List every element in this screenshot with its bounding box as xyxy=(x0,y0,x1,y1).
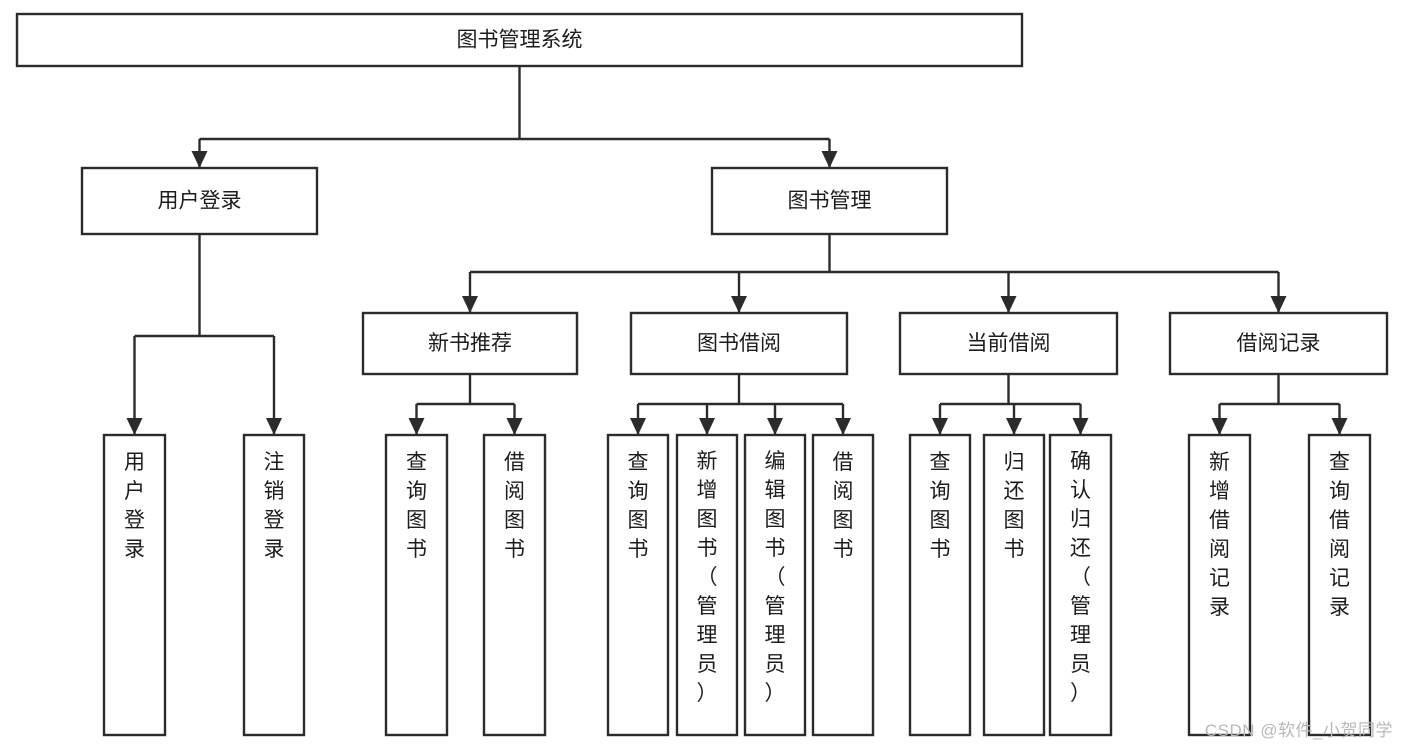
level3-node-1[interactable]: 新书推荐 xyxy=(361,311,579,376)
leaf-node-8[interactable]: 借阅图书 xyxy=(811,433,875,737)
leaf-node-label: 用户登录 xyxy=(124,451,145,561)
leaf-node-label: 借阅图书 xyxy=(833,451,854,561)
leaf-node-rect[interactable] xyxy=(482,433,547,737)
arrow-head xyxy=(1211,418,1228,435)
leaf-node-label: 确认归还（管理员） xyxy=(1070,450,1091,705)
leaf-node-rect[interactable] xyxy=(102,433,167,737)
leaf-node-rect[interactable] xyxy=(811,433,875,737)
leaf-node-rect[interactable] xyxy=(242,433,306,737)
leaf-node-label: 查询图书 xyxy=(406,451,427,561)
leaf-node-rect[interactable] xyxy=(675,433,739,737)
leaf-node-6[interactable]: 新增图书（管理员） xyxy=(675,433,739,737)
arrow-head xyxy=(731,296,747,313)
level3-node-rect[interactable] xyxy=(1168,311,1389,376)
level3-node-label: 图书借阅 xyxy=(697,332,781,355)
level2-node-label: 用户登录 xyxy=(158,190,242,213)
arrow-head xyxy=(506,418,523,435)
root-node-label: 图书管理系统 xyxy=(457,29,583,52)
leaf-node-rect[interactable] xyxy=(606,433,670,737)
arrow-head xyxy=(699,418,715,435)
leaf-node-rect[interactable] xyxy=(982,433,1046,737)
arrow-head xyxy=(932,418,948,435)
arrow-head xyxy=(1000,296,1017,313)
level3-node-4[interactable]: 借阅记录 xyxy=(1168,311,1389,376)
root-node-1[interactable]: 图书管理系统 xyxy=(15,12,1024,68)
leaf-node-label: 编辑图书（管理员） xyxy=(765,450,786,705)
leaf-node-11[interactable]: 确认归还（管理员） xyxy=(1048,433,1113,737)
root-node-rect[interactable] xyxy=(15,12,1024,68)
leaf-node-label: 查询图书 xyxy=(628,451,649,561)
leaf-node-12[interactable]: 新增借阅记录 xyxy=(1187,433,1252,737)
arrow-head xyxy=(1270,296,1287,313)
level2-node-rect[interactable] xyxy=(80,166,319,236)
level2-node-2[interactable]: 图书管理 xyxy=(710,166,949,236)
level3-node-3[interactable]: 当前借阅 xyxy=(898,311,1119,376)
edge-layer xyxy=(126,66,1348,435)
leaf-node-label: 注销登录 xyxy=(264,451,285,561)
leaf-node-1[interactable]: 用户登录 xyxy=(102,433,167,737)
level3-node-label: 新书推荐 xyxy=(428,332,512,355)
level3-node-2[interactable]: 图书借阅 xyxy=(629,311,849,376)
leaf-node-rect[interactable] xyxy=(384,433,449,737)
level2-node-label: 图书管理 xyxy=(788,190,872,213)
arrow-head xyxy=(266,418,282,435)
arrow-head xyxy=(191,151,208,168)
level2-node-rect[interactable] xyxy=(710,166,949,236)
leaf-node-label: 新增图书（管理员） xyxy=(697,450,718,705)
leaf-node-7[interactable]: 编辑图书（管理员） xyxy=(743,433,807,737)
level3-node-label: 当前借阅 xyxy=(967,332,1051,355)
leaf-node-10[interactable]: 归还图书 xyxy=(982,433,1046,737)
level3-node-rect[interactable] xyxy=(361,311,579,376)
arrow-head xyxy=(408,418,425,435)
leaf-node-label: 查询借阅记录 xyxy=(1329,451,1350,619)
leaf-node-rect[interactable] xyxy=(1307,433,1372,737)
leaf-node-label: 查询图书 xyxy=(930,451,951,561)
leaf-node-label: 归还图书 xyxy=(1004,451,1025,561)
leaf-node-rect[interactable] xyxy=(908,433,972,737)
arrow-head xyxy=(821,151,838,168)
leaf-node-9[interactable]: 查询图书 xyxy=(908,433,972,737)
arrow-head xyxy=(462,296,478,313)
leaf-node-rect[interactable] xyxy=(1048,433,1113,737)
leaf-node-5[interactable]: 查询图书 xyxy=(606,433,670,737)
leaf-node-3[interactable]: 查询图书 xyxy=(384,433,449,737)
arrow-head xyxy=(767,418,783,435)
node-layer: 图书管理系统用户登录图书管理新书推荐图书借阅当前借阅借阅记录用户登录注销登录查询… xyxy=(15,12,1389,737)
arrow-head xyxy=(1072,418,1089,435)
leaf-node-2[interactable]: 注销登录 xyxy=(242,433,306,737)
level2-node-1[interactable]: 用户登录 xyxy=(80,166,319,236)
leaf-node-rect[interactable] xyxy=(743,433,807,737)
arrow-head xyxy=(1006,418,1022,435)
leaf-node-rect[interactable] xyxy=(1187,433,1252,737)
arrow-head xyxy=(630,418,646,435)
leaf-node-4[interactable]: 借阅图书 xyxy=(482,433,547,737)
leaf-node-label: 借阅图书 xyxy=(504,451,525,561)
arrow-head xyxy=(835,418,851,435)
arrow-head xyxy=(126,418,143,435)
level3-node-rect[interactable] xyxy=(629,311,849,376)
level3-node-label: 借阅记录 xyxy=(1237,332,1321,355)
arrow-head xyxy=(1331,418,1348,435)
leaf-node-label: 新增借阅记录 xyxy=(1209,451,1230,619)
level3-node-rect[interactable] xyxy=(898,311,1119,376)
leaf-node-13[interactable]: 查询借阅记录 xyxy=(1307,433,1372,737)
csdn-watermark: CSDN @软件_小贺同学 xyxy=(1204,721,1393,740)
